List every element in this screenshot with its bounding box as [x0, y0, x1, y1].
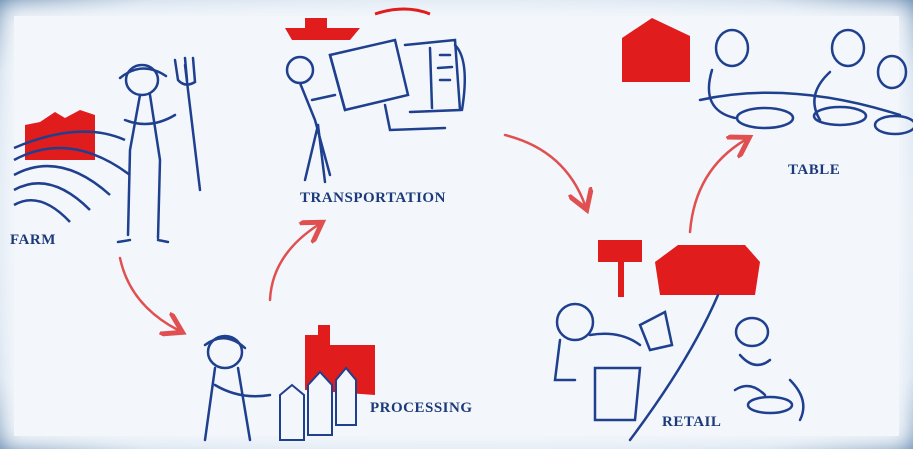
- processing-worker-icon: [205, 336, 270, 440]
- customer-icon: [735, 318, 803, 420]
- farm-scene: [14, 58, 200, 242]
- worker-with-box-icon: [287, 40, 408, 182]
- arrow-processing-to-transportation: [270, 225, 318, 300]
- arrow-transportation-to-retail: [505, 135, 585, 205]
- flow-arrows: [120, 135, 745, 330]
- diners-icon: [700, 30, 913, 134]
- store-sign-icon: [598, 240, 760, 297]
- label-transportation: TRANSPORTATION: [300, 190, 446, 207]
- transportation-scene: [285, 9, 465, 182]
- arrow-farm-to-processing: [120, 258, 178, 330]
- label-processing: PROCESSING: [370, 400, 473, 417]
- farmer-icon: [118, 58, 200, 242]
- label-farm: FARM: [10, 232, 56, 249]
- label-table: TABLE: [788, 162, 840, 179]
- table-scene: [622, 18, 913, 134]
- cartons-icon: [280, 368, 356, 440]
- ship-icon: [285, 9, 430, 40]
- label-retail: RETAIL: [662, 414, 721, 431]
- arrow-retail-to-table: [690, 140, 745, 232]
- house-icon: [622, 18, 690, 82]
- processing-scene: [205, 325, 375, 440]
- retail-scene: [555, 240, 803, 440]
